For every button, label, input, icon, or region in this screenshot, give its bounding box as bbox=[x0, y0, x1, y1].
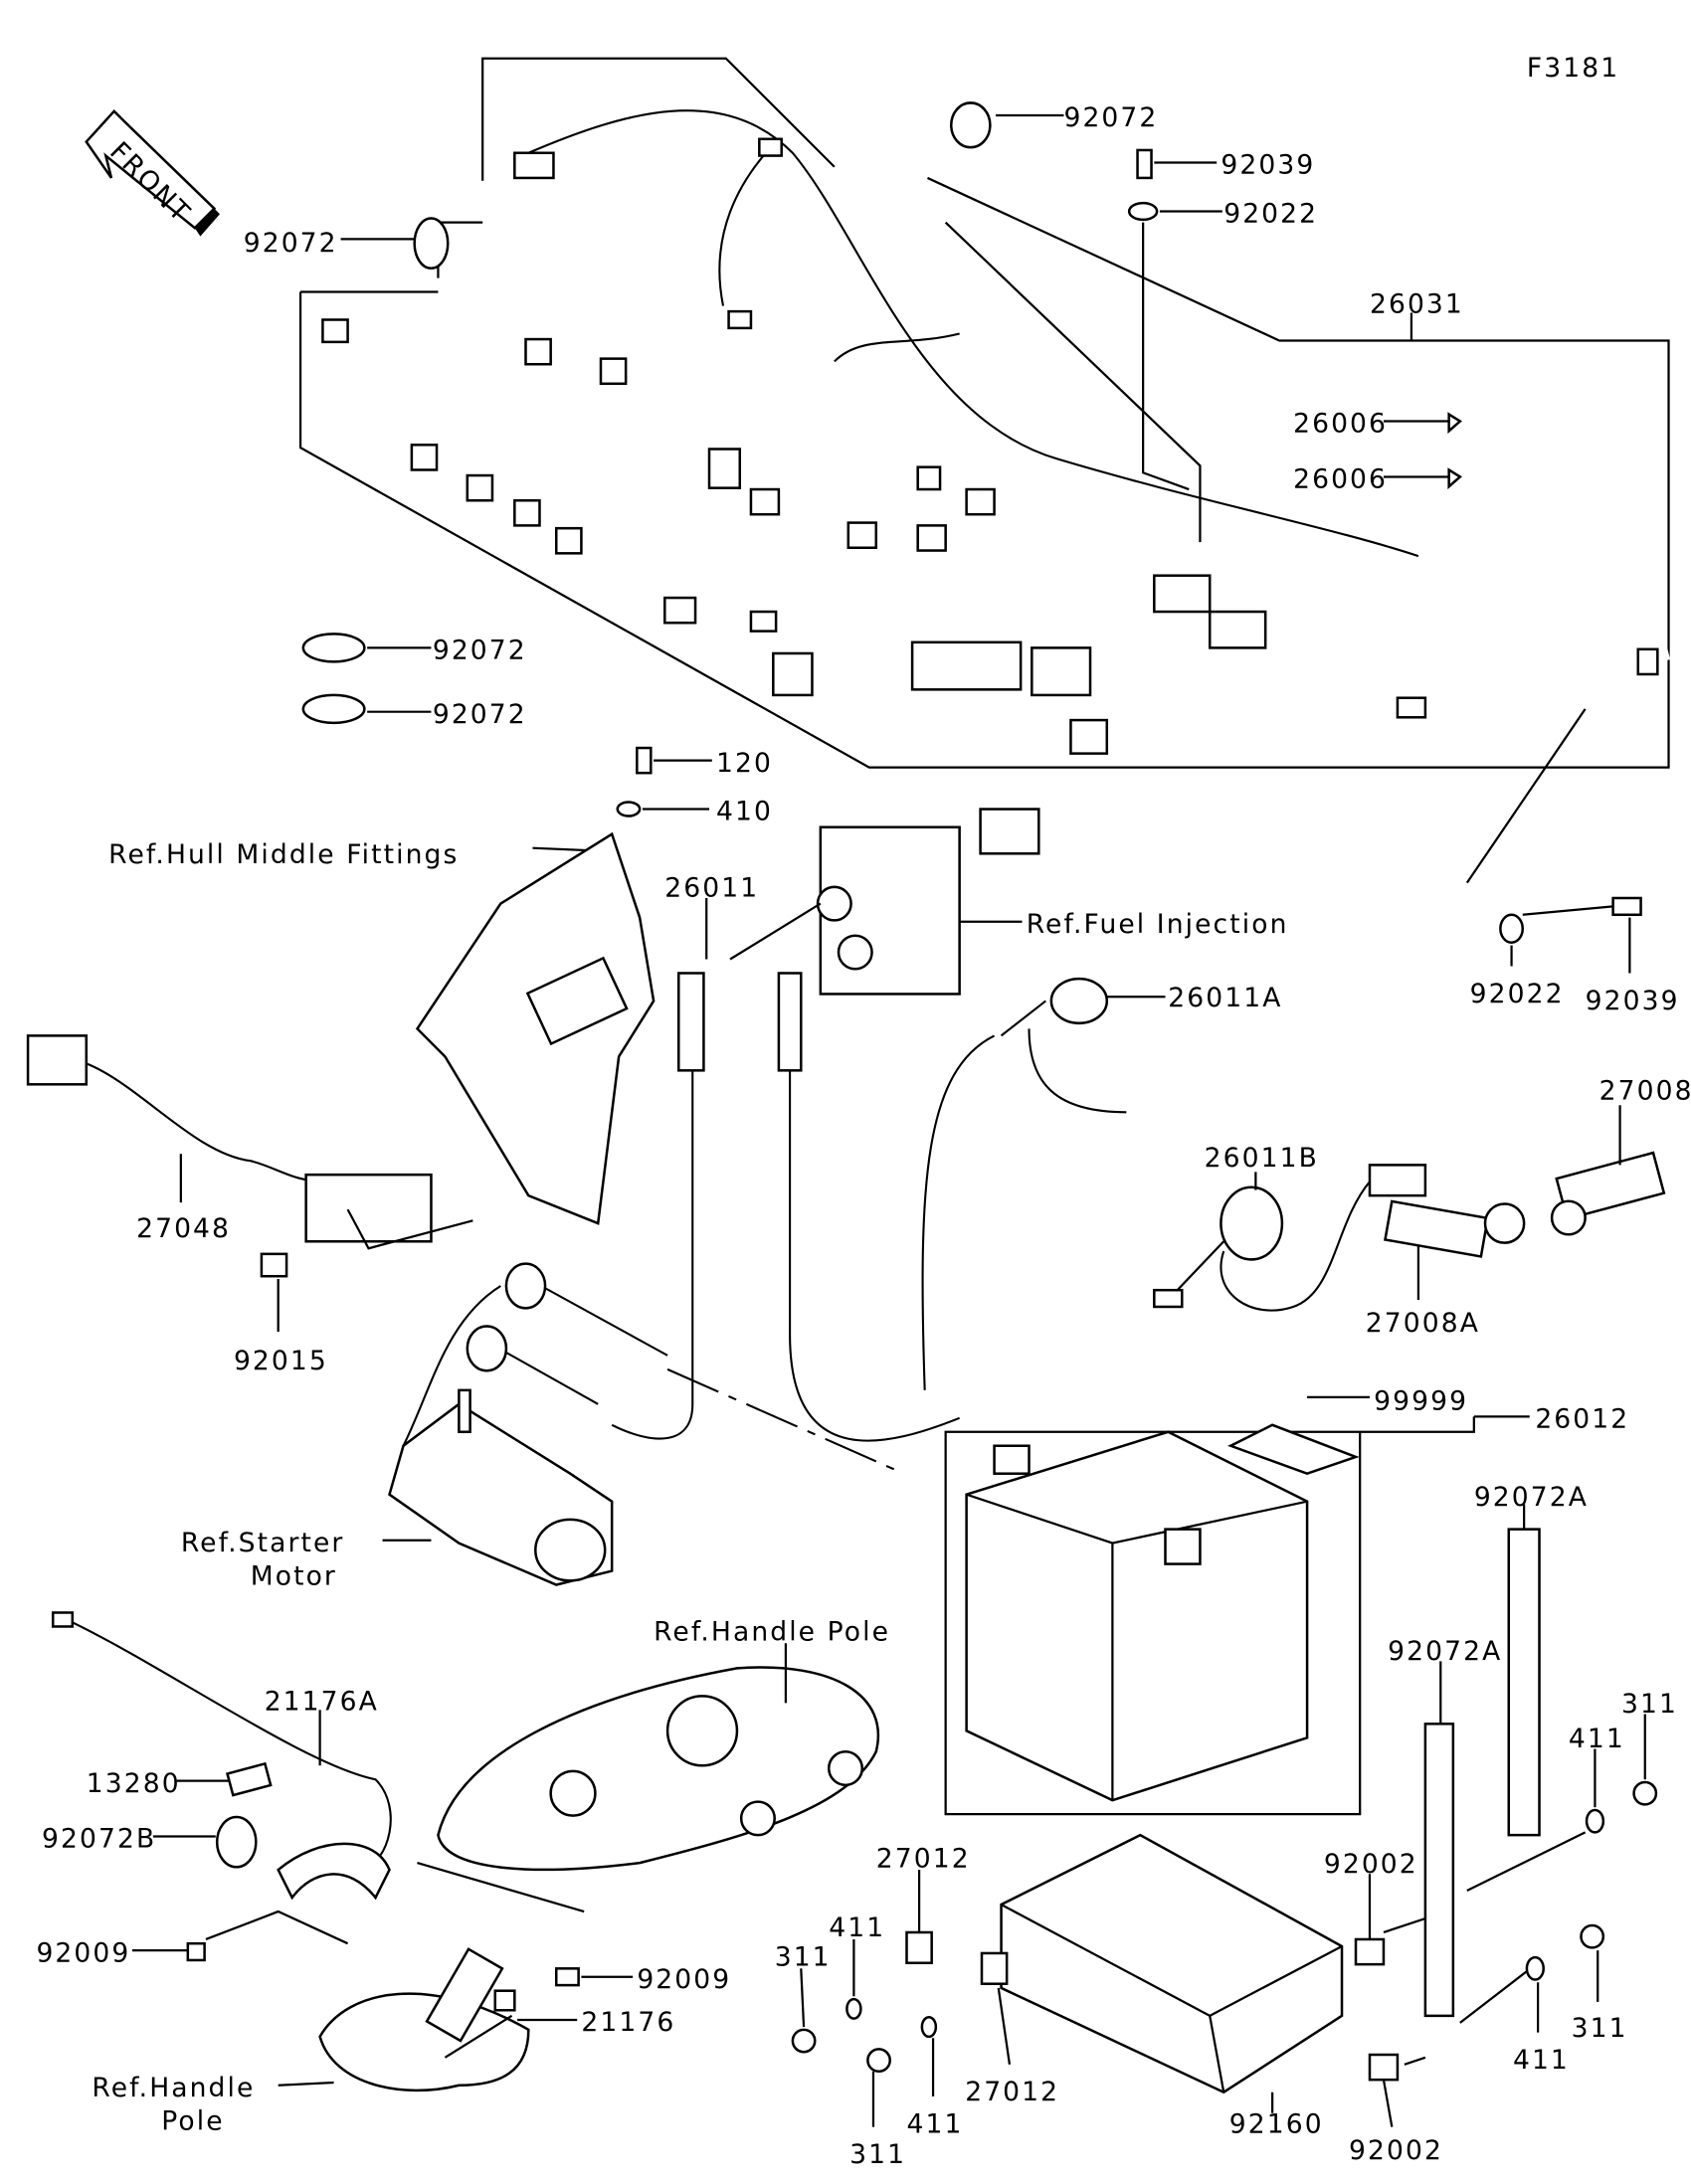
part-number-label: 120 bbox=[716, 748, 773, 779]
part-number-label: 411 bbox=[1569, 1724, 1625, 1754]
part-number-label: 92015 bbox=[234, 1346, 328, 1376]
part-number-label: 27012 bbox=[965, 2077, 1059, 2107]
sheet-icon bbox=[1227, 1423, 1360, 1476]
strap-icon bbox=[1423, 1723, 1455, 2018]
part-number-label: 92072 bbox=[1063, 102, 1158, 133]
part-number-label: 92072A bbox=[1474, 1482, 1589, 1513]
part-number-label: 99999 bbox=[1374, 1385, 1468, 1416]
battery-icon bbox=[965, 1430, 1309, 1802]
battery-case-icon bbox=[1000, 1833, 1344, 2094]
part-number-label: 92039 bbox=[1586, 986, 1680, 1016]
part-number-label: 27008 bbox=[1599, 1076, 1691, 1107]
part-number-label: Motor bbox=[251, 1561, 337, 1592]
part-number-label: Ref.Handle Pole bbox=[654, 1616, 890, 1647]
starter-motor-icon bbox=[388, 1388, 614, 1586]
part-number-label: 21176 bbox=[581, 2007, 675, 2038]
key-icon bbox=[1384, 1199, 1490, 1258]
part-number-label: 92002 bbox=[1324, 1849, 1418, 1880]
part-number-label: 27008A bbox=[1366, 1308, 1480, 1339]
clamp-icon bbox=[301, 633, 366, 663]
part-number-label: 92002 bbox=[1349, 2135, 1443, 2166]
part-number-label: 26011 bbox=[664, 873, 759, 904]
part-number-label: 92022 bbox=[1470, 979, 1565, 1009]
part-number-label: 21176A bbox=[265, 1686, 379, 1717]
part-number-label: 411 bbox=[829, 1912, 885, 1943]
bolt-icon bbox=[1136, 148, 1153, 180]
part-number-label: 311 bbox=[1621, 1689, 1678, 1720]
part-number-label: 92072 bbox=[244, 228, 338, 259]
part-number-label: Ref.Starter bbox=[181, 1528, 345, 1558]
part-labels: 92072 92039 92022 92072 26031 26006 26006 92072… bbox=[36, 102, 1691, 2170]
handle-pole-icon bbox=[437, 1666, 879, 1872]
clamp-icon bbox=[301, 693, 366, 725]
regulator-icon bbox=[304, 1173, 433, 1243]
part-number-label: 26012 bbox=[1535, 1404, 1629, 1435]
part-number-label: 92009 bbox=[36, 1937, 130, 1968]
part-number-label: 26011A bbox=[1168, 983, 1282, 1013]
part-number-label: Pole bbox=[161, 2105, 224, 2136]
part-number-label: 311 bbox=[1572, 2013, 1628, 2044]
regulator-connector-icon bbox=[26, 1034, 89, 1086]
part-number-label: 311 bbox=[849, 2139, 906, 2170]
part-number-label: 92039 bbox=[1221, 150, 1315, 181]
part-number-label: 411 bbox=[1513, 2045, 1570, 2076]
connectors bbox=[321, 137, 1659, 755]
part-number-label: 92072B bbox=[42, 1824, 156, 1855]
part-number-label: Ref.Fuel Injection bbox=[1027, 909, 1289, 940]
key-icon bbox=[1555, 1151, 1666, 1221]
part-number-label: 311 bbox=[775, 1942, 832, 1973]
part-number-label: 27012 bbox=[876, 1843, 971, 1874]
part-number-label: 410 bbox=[716, 797, 773, 827]
part-number-label: 92072A bbox=[1388, 1636, 1502, 1667]
part-number-label: 13280 bbox=[87, 1768, 181, 1799]
part-number-label: 26006 bbox=[1293, 409, 1388, 440]
washer-icon bbox=[1127, 201, 1159, 222]
clamp-icon bbox=[949, 101, 992, 149]
hull-fitting-icon bbox=[415, 831, 656, 1225]
figure-code: F3181 bbox=[1527, 53, 1619, 84]
part-number-label: 92072 bbox=[433, 636, 527, 666]
part-number-label: 26011B bbox=[1205, 1143, 1319, 1174]
strap-icon bbox=[1507, 1528, 1541, 1837]
part-number-label: 411 bbox=[907, 2108, 964, 2139]
part-number-label: 26031 bbox=[1370, 289, 1464, 320]
clamp-icon bbox=[413, 217, 450, 271]
part-number-label: 27048 bbox=[136, 1213, 231, 1244]
part-number-label: Ref.Hull Middle Fittings bbox=[108, 839, 459, 870]
part-number-label: 92022 bbox=[1223, 199, 1318, 230]
part-number-label: 26006 bbox=[1293, 464, 1388, 495]
wiring-harness-group bbox=[298, 57, 1671, 769]
part-number-label: 92160 bbox=[1229, 2108, 1324, 2139]
part-number-label: Ref.Handle bbox=[92, 2073, 255, 2103]
front-arrow-icon: FRONT bbox=[85, 109, 220, 237]
part-number-label: 92009 bbox=[637, 1964, 731, 1995]
part-number-label: 92072 bbox=[433, 699, 527, 730]
